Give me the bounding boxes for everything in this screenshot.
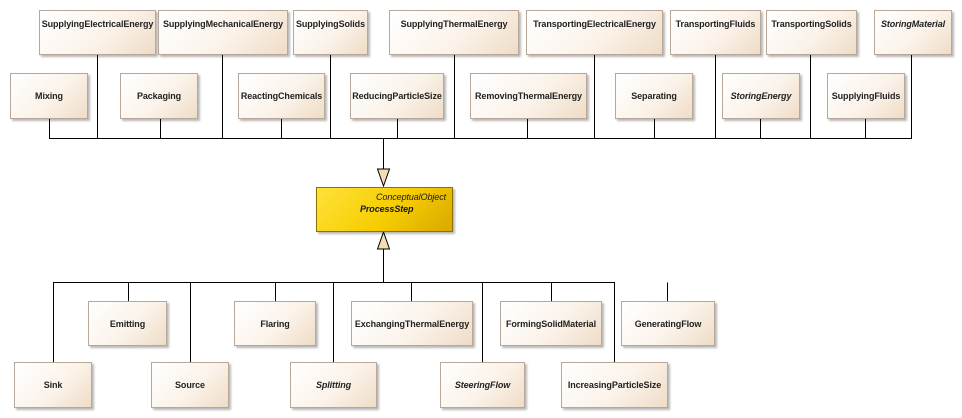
class-exchanging-thermal-energy[interactable]: ExchangingThermalEnergy bbox=[351, 301, 473, 346]
class-packaging[interactable]: Packaging bbox=[120, 73, 198, 119]
class-reducing-particle-size[interactable]: ReducingParticleSize bbox=[350, 73, 444, 119]
generalization-arrowhead-bottom bbox=[376, 230, 391, 250]
class-supplying-fluids[interactable]: SupplyingFluids bbox=[827, 73, 905, 119]
class-flaring[interactable]: Flaring bbox=[234, 301, 316, 346]
class-storing-energy[interactable]: StoringEnergy bbox=[722, 73, 800, 119]
class-source[interactable]: Source bbox=[151, 362, 229, 408]
stereotype-label: ConceptualObject bbox=[376, 192, 446, 202]
class-removing-thermal-energy[interactable]: RemovingThermalEnergy bbox=[470, 73, 587, 119]
class-supplying-thermal-energy[interactable]: SupplyingThermalEnergy bbox=[389, 10, 519, 55]
class-supplying-solids[interactable]: SupplyingSolids bbox=[293, 10, 368, 55]
class-forming-solid-material[interactable]: FormingSolidMaterial bbox=[500, 301, 602, 346]
class-splitting[interactable]: Splitting bbox=[290, 362, 377, 408]
class-process-step[interactable]: ConceptualObject ProcessStep bbox=[316, 187, 453, 232]
class-transporting-electrical-energy[interactable]: TransportingElectricalEnergy bbox=[526, 10, 663, 55]
class-transporting-fluids[interactable]: TransportingFluids bbox=[670, 10, 761, 55]
class-storing-material[interactable]: StoringMaterial bbox=[874, 10, 952, 55]
class-emitting[interactable]: Emitting bbox=[88, 301, 167, 346]
class-supplying-mechanical-energy[interactable]: SupplyingMechanicalEnergy bbox=[158, 10, 288, 55]
class-transporting-solids[interactable]: TransportingSolids bbox=[766, 10, 857, 55]
class-increasing-particle-size[interactable]: IncreasingParticleSize bbox=[561, 362, 668, 408]
class-steering-flow[interactable]: SteeringFlow bbox=[440, 362, 525, 408]
class-mixing[interactable]: Mixing bbox=[10, 73, 88, 119]
class-separating[interactable]: Separating bbox=[615, 73, 693, 119]
class-name-label: ProcessStep bbox=[360, 204, 414, 214]
class-reacting-chemicals[interactable]: ReactingChemicals bbox=[238, 73, 325, 119]
class-sink[interactable]: Sink bbox=[14, 362, 92, 408]
generalization-arrowhead-top bbox=[376, 168, 391, 188]
class-supplying-electrical-energy[interactable]: SupplyingElectricalEnergy bbox=[39, 10, 156, 55]
class-generating-flow[interactable]: GeneratingFlow bbox=[621, 301, 715, 346]
